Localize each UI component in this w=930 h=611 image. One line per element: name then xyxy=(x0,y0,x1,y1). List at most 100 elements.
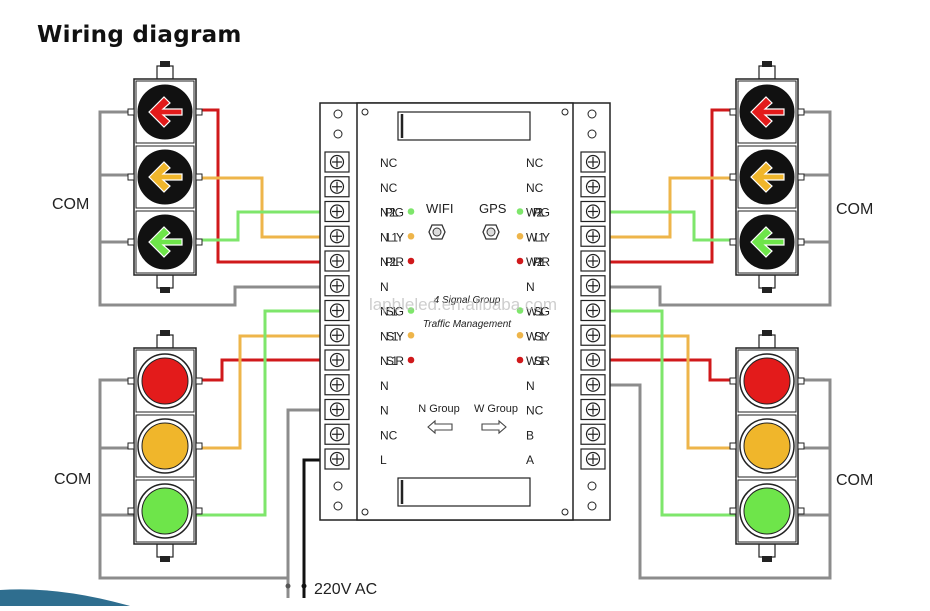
terminal-screw-right xyxy=(580,448,606,470)
bottom-accent xyxy=(0,589,130,606)
terminal-screw-left xyxy=(324,423,350,445)
traffic-signal-bottom-left-round xyxy=(127,330,203,562)
traffic-signal-bottom-right-round xyxy=(729,330,805,562)
terminal-screw-right xyxy=(580,349,606,371)
terminal-label-left: NC xyxy=(380,428,398,442)
n-group-label: N Group xyxy=(418,403,460,415)
power-label: 220V AC xyxy=(314,581,377,598)
wifi-antenna-connector xyxy=(428,224,446,240)
top-slot xyxy=(397,111,531,141)
terminal-screw-right xyxy=(580,200,606,223)
wire-wp2lr xyxy=(605,108,737,264)
terminal-screw-right xyxy=(580,398,606,421)
wire-nl1y xyxy=(196,176,325,239)
terminal-label-right: B xyxy=(526,428,534,442)
w-group-label: W Group xyxy=(474,403,518,415)
wire-ns1y xyxy=(196,334,325,450)
green-left-arrow-icon xyxy=(148,226,183,258)
wire-com-tl xyxy=(98,110,325,307)
terminal-screw-right xyxy=(580,374,606,396)
terminal-label-right: NC xyxy=(526,156,544,170)
gps-antenna-connector xyxy=(482,224,500,240)
terminal-label-left: NS1G xyxy=(380,305,404,319)
terminal-label-left: N xyxy=(380,404,389,418)
red-left-arrow-icon xyxy=(148,96,183,128)
terminal-screw-right xyxy=(580,225,606,247)
red-left-arrow-icon xyxy=(750,96,785,128)
wire-com-bl xyxy=(98,378,325,580)
red-lamp xyxy=(743,357,791,405)
bottom-slot xyxy=(397,477,531,507)
terminal-screw-left xyxy=(324,299,350,322)
terminal-screw-left xyxy=(324,151,350,173)
terminal-label-left: L xyxy=(380,453,387,467)
terminal-label-right: A xyxy=(526,453,534,467)
led-indicator-yellow xyxy=(407,331,415,339)
wire-wl1y xyxy=(605,176,737,239)
wifi-label: WIFI xyxy=(426,201,453,216)
wire-ws1y xyxy=(605,334,737,450)
com-label-top-right: COM xyxy=(836,201,873,218)
wire-np2lg xyxy=(196,210,325,242)
terminal-label-left: NC xyxy=(380,156,398,170)
terminal-label-right: NC xyxy=(526,181,544,195)
terminal-screw-right xyxy=(580,275,606,297)
yellow-left-arrow-icon xyxy=(148,161,183,193)
terminal-label-right: WS1Y xyxy=(526,329,550,343)
wire-ws1r xyxy=(605,358,737,382)
terminal-screw-right xyxy=(580,250,606,272)
mount-hole xyxy=(587,501,597,511)
product-name-line2: Traffic Management xyxy=(423,319,512,330)
mount-hole xyxy=(333,501,343,511)
terminal-screw-right xyxy=(580,324,606,346)
page-title: Wiring diagram xyxy=(37,22,242,48)
power-live-dot xyxy=(301,583,307,589)
led-indicator-green xyxy=(407,208,415,215)
traffic-signal-top-right-arrow xyxy=(729,61,805,293)
terminal-screw-left xyxy=(324,225,350,247)
terminal-screw-left xyxy=(324,374,350,396)
terminal-label-left: NS1R xyxy=(380,354,404,368)
terminal-screw-right xyxy=(580,423,606,445)
led-indicator-red xyxy=(516,257,524,265)
terminal-screw-left xyxy=(324,448,350,470)
terminal-screw-right xyxy=(580,299,606,322)
led-indicator-red xyxy=(407,356,415,364)
mount-hole xyxy=(587,129,597,139)
yellow-left-arrow-icon xyxy=(750,161,785,193)
mount-hole xyxy=(333,109,343,119)
right-arrow-icon xyxy=(481,419,507,435)
led-indicator-yellow xyxy=(516,331,524,339)
terminal-screw-left xyxy=(324,324,350,346)
terminal-screw-left xyxy=(324,250,350,272)
led-indicator-green xyxy=(407,307,415,314)
product-name-line1: 4 Signal Group xyxy=(434,295,501,306)
terminal-screw-left xyxy=(324,275,350,297)
green-left-arrow-icon xyxy=(750,226,785,258)
signal-heads xyxy=(127,61,805,562)
com-label-top-left: COM xyxy=(52,196,89,213)
com-label-bottom-right: COM xyxy=(836,472,873,489)
traffic-signal-top-left-arrow xyxy=(127,61,203,293)
wire-ws1g xyxy=(605,309,737,517)
mount-hole xyxy=(587,481,597,491)
terminal-screw-right xyxy=(580,151,606,173)
left-arrow-icon xyxy=(427,419,453,435)
red-lamp xyxy=(141,357,189,405)
terminal-label-right: N xyxy=(526,280,535,294)
terminal-blocks xyxy=(324,151,606,470)
terminal-label-right: WL1Y xyxy=(526,230,550,244)
led-indicator-green xyxy=(516,208,524,215)
terminal-label-left: NP2LG xyxy=(380,206,404,220)
terminal-screw-left xyxy=(324,349,350,371)
com-label-bottom-left: COM xyxy=(54,471,91,488)
power-neutral-dot xyxy=(285,583,291,589)
wire-com-tr xyxy=(605,110,832,307)
led-indicator-green xyxy=(516,307,524,314)
gps-label: GPS xyxy=(479,201,507,216)
led-indicator-red xyxy=(407,257,415,265)
